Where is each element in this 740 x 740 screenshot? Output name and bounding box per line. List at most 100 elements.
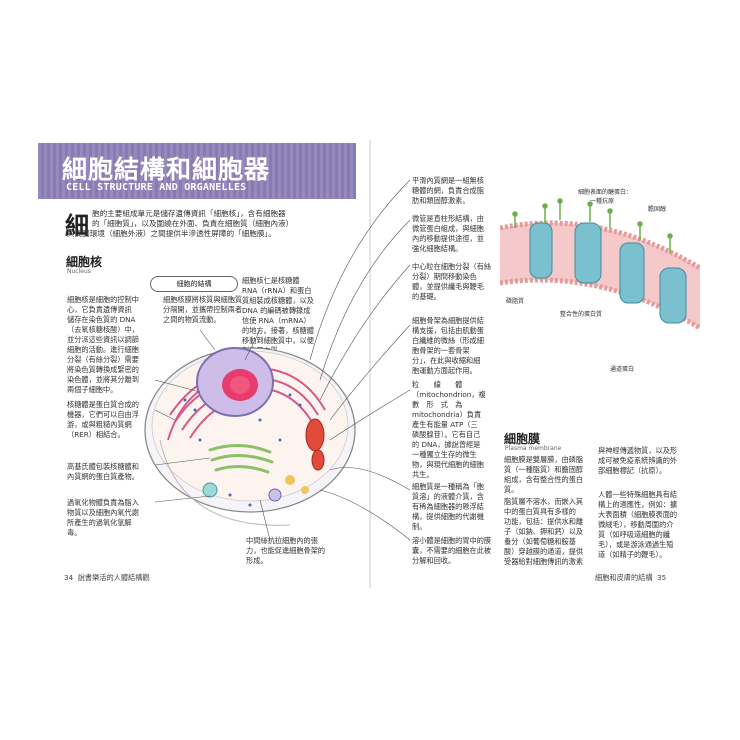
nuclear-envelope-text: 細胞核膜將核質與細胞質分隔開，並攜帶控制兩者之間的物質流動。 xyxy=(163,295,248,325)
text-line: 細胞核仁是核糖體 xyxy=(242,276,300,285)
plasma-membrane-illustration xyxy=(500,198,700,331)
text-line: 功能，包括：提供水和離 xyxy=(504,517,584,526)
text-line: 質（如呼吸道細胞的纖 xyxy=(598,530,670,539)
cell-illustration xyxy=(144,347,356,526)
text-line: 體，並提供纖毛與鞭毛 xyxy=(412,282,484,291)
text-line: 數 形 式 為 xyxy=(412,400,463,409)
text-line: 強化細胞結構。 xyxy=(412,244,463,253)
text-line: 酸）穿越膜的通道，提供 xyxy=(504,547,584,556)
text-line: 細胞的活動。進行細胞 xyxy=(67,345,139,354)
footer-right-text: 細胞和皮膚的結構 xyxy=(595,573,653,582)
organelle-text-block: 細胞骨架為細胞提供結構支援，包括由肌動蛋白纖維的微絲（形成細胞骨架的一套骨架分」… xyxy=(412,316,498,376)
text-line: 中心粒在細胞分裂（有絲 xyxy=(412,262,492,271)
footer-right: 細胞和皮膚的結構 35 xyxy=(595,573,666,583)
text-line: 分解和回收。 xyxy=(412,556,456,565)
text-line: 分隔開，並攜帶控制兩者 xyxy=(163,305,243,314)
text-line: 構，提供細胞的代謝機 xyxy=(412,512,484,521)
antigen-label: 一種抗原 xyxy=(590,198,615,205)
cholesterol-label: 膽固醇 xyxy=(648,206,667,213)
text-line: （去氧核糖核酸）中， xyxy=(67,325,139,334)
intro-drop-char: 細 xyxy=(65,212,89,240)
text-line: 內質網的蛋白質產物。 xyxy=(67,472,139,481)
organelle-text-block: 平滑內質網是一組無核糖體的網，負責合成脂肪和類固醇激素。 xyxy=(412,176,498,206)
text-line: 構支援，包括由肌動蛋 xyxy=(412,326,484,335)
text-line: 微絨毛），移動周圍的介 xyxy=(598,520,674,529)
page-title: 細胞結構和細胞器 xyxy=(62,155,271,184)
membrane-heading: 細胞膜 xyxy=(504,432,541,446)
text-line: 粒 線 體 xyxy=(412,380,463,389)
text-line: 平滑內質網是一組無核 xyxy=(412,176,484,185)
text-line: 並分派這些資訊以調節 xyxy=(67,335,139,344)
text-line: 心，它負責遺傳資訊 xyxy=(67,305,132,314)
text-line: 人體一些特殊細胞具有結 xyxy=(598,490,678,499)
nucleus-heading-en: Nucleus xyxy=(67,268,91,275)
text-line: 部細胞標記（抗原）。 xyxy=(598,466,667,475)
nucleus-heading: 細胞核 xyxy=(66,255,103,269)
text-line: 物，與現代細胞的細胞 xyxy=(412,460,484,469)
text-line: 染色體，並將其分離到 xyxy=(67,375,139,384)
text-line: 細胞核是細胞的控制中 xyxy=(67,295,139,304)
glycoprotein-label: 細胞表面的醣蛋白： xyxy=(578,189,633,196)
text-line: 儲存在染色質的 DNA xyxy=(67,315,136,324)
integral-protein-label: 整合性的蛋白質 xyxy=(560,311,603,318)
intro-line: 胞的主要組成單元是儲存遺傳資訊「細胞核」，含有細胞器 xyxy=(92,209,286,218)
text-line: 有稀為細胞器的懸浮結 xyxy=(412,502,484,511)
text-line: 道（如精子的鞭毛）。 xyxy=(598,550,667,559)
footer-left-text: 說書樂活的人體結構觀 xyxy=(77,573,150,582)
text-line: 產生有能量 ATP（三 xyxy=(412,420,478,429)
intro-line: 與周圍環境（細胞外液）之間提供半滲透性屏障的「細胞膜」。 xyxy=(67,229,276,238)
text-line: 胞運動方面起作用。 xyxy=(412,366,477,375)
text-line: 將染色質轉換成緊密的 xyxy=(67,365,139,374)
text-line: 分」，在此與收縮和細 xyxy=(412,356,481,365)
text-line: 養分（如葡萄糖和胺基 xyxy=(504,537,576,546)
page-number-left: 34 xyxy=(64,573,74,582)
footer-left: 34 說書樂活的人體結構觀 xyxy=(64,573,150,583)
text-line: 一種獨立生存的微生 xyxy=(412,450,477,459)
text-line: 力，也能促進細胞骨架的 xyxy=(246,546,326,555)
ribosome-text: 核糖體是蛋白質合成的機器，它們可以自由浮游，或與粗糙內質網（RER）相結合。 xyxy=(67,400,155,440)
text-line: 毛），或是游泳通過生殖 xyxy=(598,540,674,549)
text-line: 白纖維的微絲（形成細 xyxy=(412,336,484,345)
text-line: 子（如鈉、鉀和鈣）以及 xyxy=(504,527,584,536)
intro-line: 的「細胞質」，以及圍繞在外面、負責在細胞質（細胞內液） xyxy=(92,219,294,228)
membrane-antigen-text: 與神經傳遞物質，以及形成可被免疫系統辨識的外部細胞標記（抗原）。 xyxy=(598,446,690,476)
text-line: 共生。 xyxy=(412,470,434,479)
text-line: 兩個子細胞中。 xyxy=(67,385,118,394)
text-line: 質溶」的液體介質，含 xyxy=(412,492,484,501)
text-line: 質（一種脂質）和膽固醇 xyxy=(504,465,584,474)
golgi-text: 高基氏體包裝核糖體和內質網的蛋白質產物。 xyxy=(67,462,155,482)
text-line: 細胞骨架為細胞提供結 xyxy=(412,316,484,325)
page-number-right: 35 xyxy=(657,573,667,582)
text-line: 微管是直柱形結構，由 xyxy=(412,214,484,223)
specialized-cell-text: 人體一些特殊細胞具有結構上的適應性，例如：擴大表面積（細胞膜表面的微絨毛），移動… xyxy=(598,490,690,560)
text-line: 形成。 xyxy=(246,556,268,565)
text-line: 毒。 xyxy=(67,528,82,537)
text-line: 移動到細胞質中，以便 xyxy=(242,336,314,345)
text-line: 物質以及細胞內氧代謝 xyxy=(67,508,139,517)
text-line: 的基礎。 xyxy=(412,292,441,301)
cell-structure-label: 細胞的結構 xyxy=(150,276,238,292)
channel-protein-label: 通道蛋白 xyxy=(610,366,635,373)
text-line: 高基氏體包裝核糖體和 xyxy=(67,462,139,471)
phospholipid-label: 磷脂質 xyxy=(506,298,525,305)
text-line: 細胞質是一種稱為「胞 xyxy=(412,482,484,491)
text-line: 胞骨架的一套骨架 xyxy=(412,346,470,355)
text-line: （RER）相結合。 xyxy=(67,430,125,439)
text-line: 微管蛋白組成，與細胞 xyxy=(412,224,484,233)
text-line: 游，或與粗糙內質網 xyxy=(67,420,132,429)
text-line: 過氧化物體負責為脂入 xyxy=(67,498,139,507)
text-line: 所產生的過氧化氫解 xyxy=(67,518,132,527)
nucleus-text: 細胞核是細胞的控制中心，它負責遺傳資訊儲存在染色質的 DNA（去氧核糖核酸）中，… xyxy=(67,295,155,395)
text-line: 與神經傳遞物質，以及形 xyxy=(598,446,678,455)
organelle-text-block: 微管是直柱形結構，由微管蛋白組成，與細胞內的移動提供途徑，並強化細胞結構。 xyxy=(412,214,498,254)
text-line: 質。 xyxy=(504,485,519,494)
text-line: 分裂）期間移動染色 xyxy=(412,272,477,281)
page-subtitle-en: CELL STRUCTURE AND ORGANELLES xyxy=(66,182,247,193)
text-line: 脂質層不溶水，而嵌入其 xyxy=(504,497,584,506)
organelle-text-block: 溶小體是細胞的胃中的膜囊，不需要的細胞在此被分解和回收。 xyxy=(412,536,498,566)
text-line: 中的蛋白質具有多樣的 xyxy=(504,507,576,516)
text-line: RNA（rRNA）和蛋白 xyxy=(242,286,312,295)
text-line: 構上的適應性，例如：擴 xyxy=(598,500,678,509)
